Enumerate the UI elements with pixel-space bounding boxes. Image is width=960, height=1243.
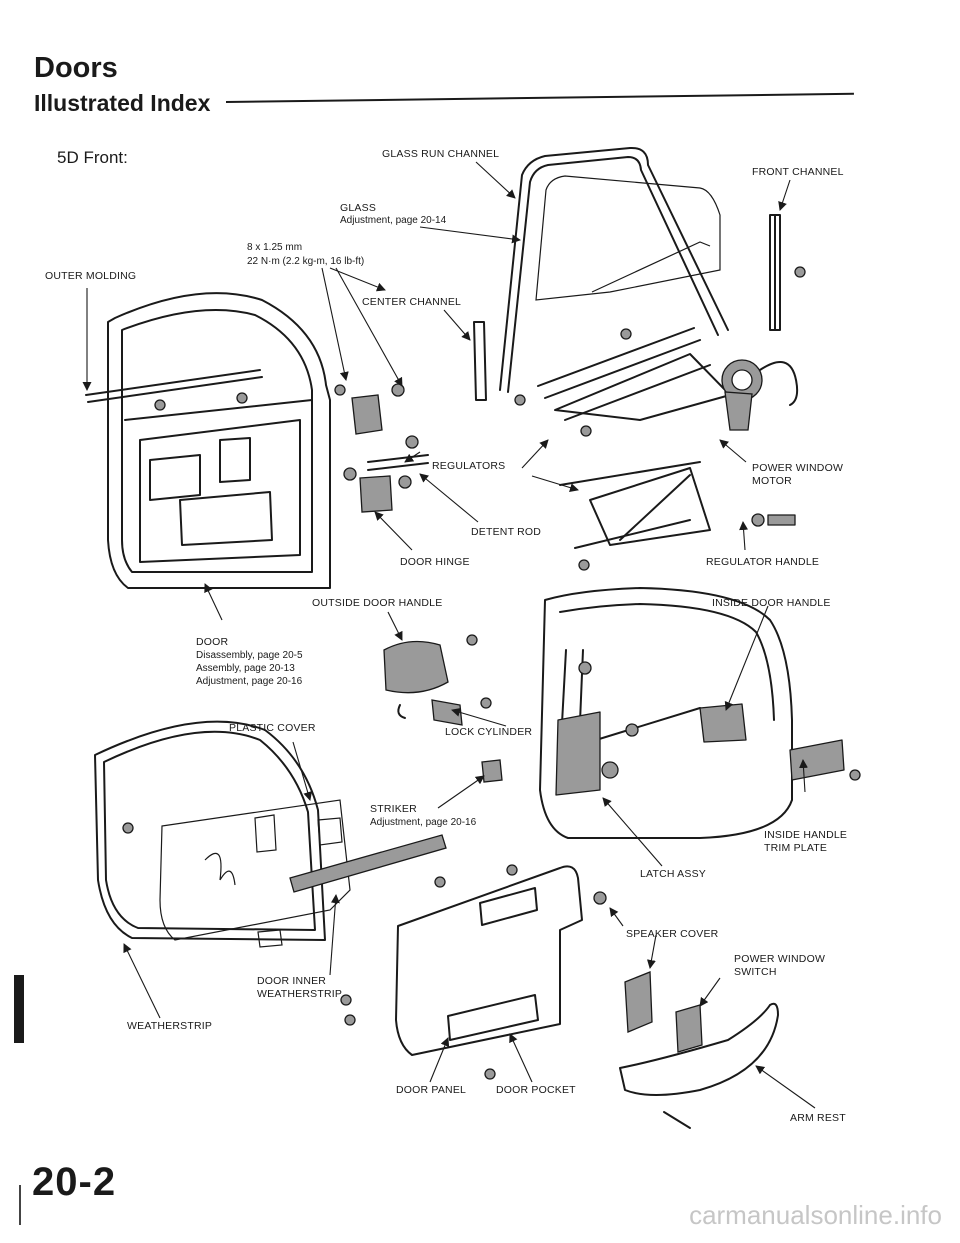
note-door-adjustment: Adjustment, page 20-16 — [196, 676, 303, 687]
striker-part — [481, 759, 503, 783]
leader-lines — [82, 161, 816, 1109]
speaker-cover-part — [593, 891, 653, 1033]
label-lock-cylinder: LOCK CYLINDER — [445, 726, 533, 738]
note-bolt-torque: 22 N·m (2.2 kg-m, 16 lb-ft) — [247, 256, 365, 267]
note-door-assembly: Assembly, page 20-13 — [196, 663, 295, 674]
label-door-inner-weatherstrip-line2: WEATHERSTRIP — [257, 988, 343, 1000]
note-striker-adjustment: Adjustment, page 20-16 — [370, 817, 477, 828]
front-channel-part — [769, 214, 781, 331]
label-power-window-motor-line2: MOTOR — [752, 475, 792, 487]
label-speaker-cover: SPEAKER COVER — [626, 928, 719, 940]
margin-rule — [19, 1185, 21, 1225]
label-door-hinge: DOOR HINGE — [400, 556, 470, 568]
label-door-inner-weatherstrip-line1: DOOR INNER — [257, 975, 327, 987]
note-glass-adjustment: Adjustment, page 20-14 — [340, 215, 447, 226]
outside-door-handle-part — [383, 634, 492, 709]
page-subtitle: Illustrated Index — [34, 90, 211, 116]
inside-handle-trim-plate-part — [789, 739, 861, 781]
page-title: Doors — [34, 52, 118, 84]
door-inner-weatherstrip-part — [289, 834, 447, 893]
note-door-disassembly: Disassembly, page 20-5 — [196, 650, 303, 661]
center-channel-part — [473, 321, 487, 401]
door-panel-part — [395, 865, 583, 1056]
detent-rod-part — [343, 454, 429, 481]
label-front-channel: FRONT CHANNEL — [752, 166, 844, 178]
label-arm-rest: ARM REST — [790, 1112, 846, 1124]
label-regulator-handle: REGULATOR HANDLE — [706, 556, 820, 568]
label-door: DOOR — [196, 636, 229, 648]
glass-run-channel-part — [499, 146, 729, 393]
regulator-handle-part — [751, 513, 796, 527]
door-hinge-part — [334, 383, 419, 513]
lock-cylinder-part — [397, 699, 463, 726]
label-power-window-switch-line2: SWITCH — [734, 966, 777, 978]
label-outer-molding: OUTER MOLDING — [45, 270, 137, 282]
label-glass-run-channel: GLASS RUN CHANNEL — [382, 148, 500, 160]
weatherstrip-part — [94, 720, 326, 941]
label-inside-door-handle: INSIDE DOOR HANDLE — [712, 597, 831, 609]
label-power-window-motor-line1: POWER WINDOW — [752, 462, 844, 474]
label-outside-door-handle: OUTSIDE DOOR HANDLE — [312, 597, 443, 609]
power-window-motor-part — [721, 359, 799, 431]
label-striker: STRIKER — [370, 803, 417, 815]
door-shell-part — [107, 292, 331, 589]
label-regulators: REGULATORS — [432, 460, 506, 472]
section-label: 5D Front: — [57, 148, 128, 167]
note-bolt-size: 8 x 1.25 mm — [247, 242, 303, 253]
label-power-window-switch-line1: POWER WINDOW — [734, 953, 826, 965]
label-glass: GLASS — [340, 202, 377, 214]
inner-door-part — [539, 587, 793, 839]
label-inside-handle-trim-line1: INSIDE HANDLE — [764, 829, 848, 841]
arm-rest-part — [619, 1002, 779, 1129]
margin-thumb-bar — [14, 975, 24, 1043]
lower-regulator-part — [559, 461, 711, 549]
watermark: carmanualsonline.info — [689, 1200, 942, 1230]
plastic-cover-part — [159, 799, 351, 948]
label-center-channel: CENTER CHANNEL — [362, 296, 462, 308]
glass-part — [535, 175, 721, 301]
label-plastic-cover: PLASTIC COVER — [229, 722, 316, 734]
label-weatherstrip: WEATHERSTRIP — [127, 1020, 213, 1032]
fastener-set — [122, 266, 806, 1080]
label-latch-assy: LATCH ASSY — [640, 868, 706, 880]
label-door-pocket: DOOR POCKET — [496, 1084, 576, 1096]
upper-regulator-part — [537, 327, 731, 421]
page-number: 20-2 — [32, 1160, 117, 1204]
outer-molding-part — [85, 369, 263, 403]
label-detent-rod: DETENT ROD — [471, 526, 542, 538]
label-door-panel: DOOR PANEL — [396, 1084, 467, 1096]
label-inside-handle-trim-line2: TRIM PLATE — [764, 842, 828, 854]
